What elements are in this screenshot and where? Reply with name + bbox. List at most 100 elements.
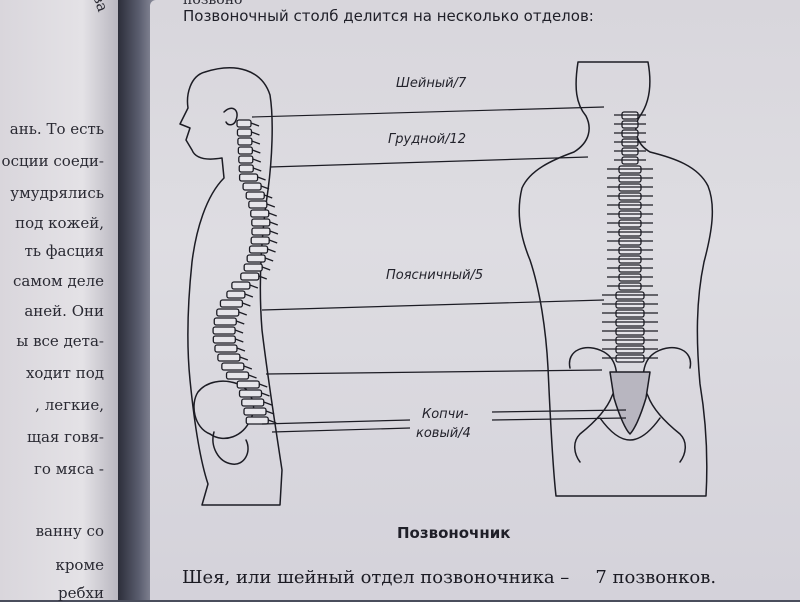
prev-line: ань. То есть — [9, 120, 104, 138]
spinous-process — [267, 248, 276, 253]
spinous-process — [261, 266, 271, 271]
vertebra — [237, 137, 253, 146]
spinous-process — [253, 167, 262, 172]
vertebra — [236, 128, 253, 137]
spinous-process — [252, 158, 262, 163]
vertebra — [238, 389, 263, 398]
vertebra — [221, 362, 245, 371]
vertebra — [238, 155, 254, 164]
spinous-process — [252, 149, 261, 154]
vertebra — [245, 191, 265, 200]
vertebra — [250, 236, 270, 245]
spinous-process — [258, 275, 268, 280]
coccyx-leader-4 — [491, 417, 627, 421]
sacrum — [609, 371, 651, 435]
prev-line: аней. Они — [24, 302, 104, 320]
spinous-process — [239, 356, 249, 361]
spinous-process — [257, 176, 266, 181]
vertebra — [242, 182, 262, 191]
vertebra — [231, 281, 251, 290]
back-pelvis — [568, 347, 618, 463]
cervical-leader — [251, 106, 605, 118]
spinous-process — [269, 230, 279, 235]
vertebra — [248, 245, 269, 254]
spinous-process — [234, 329, 244, 334]
leader-lines — [251, 106, 627, 433]
vertebra — [241, 398, 265, 407]
spinous-process — [250, 122, 260, 127]
cut-off-line: позвоно — [183, 0, 243, 8]
spinous-process — [235, 338, 244, 343]
prev-line: самом деле — [13, 272, 104, 290]
spinous-process — [243, 365, 253, 370]
coccyx-leader-1 — [261, 419, 411, 425]
spinous-process — [244, 293, 254, 298]
spinous-process — [268, 212, 277, 217]
vertebra — [251, 218, 271, 227]
spinous-process — [264, 194, 273, 199]
vertebra — [226, 290, 246, 299]
vertebra — [245, 416, 269, 425]
vertebra — [238, 164, 254, 173]
spinous-process — [242, 302, 251, 307]
spinous-process — [264, 257, 274, 262]
spinous-process — [248, 374, 257, 379]
lumbar-leader — [261, 299, 605, 311]
label-coccyx-line1: Копчи- — [422, 407, 469, 422]
vertebra-count: 7 позвонков. — [595, 567, 717, 588]
coccyx-leader-2 — [271, 427, 411, 433]
vertebra — [225, 371, 250, 380]
vertebra — [250, 209, 270, 218]
label-cervical: Шейный/7 — [396, 76, 467, 91]
prev-line: ванну со — [35, 522, 104, 540]
spinous-process — [236, 320, 245, 325]
previous-page: заболева ань. То есть осции соеди- умудр… — [0, 0, 118, 602]
spinous-process — [269, 221, 279, 226]
ear-icon — [223, 107, 238, 126]
spinous-process — [251, 131, 260, 136]
back-body-outline — [518, 61, 714, 497]
side-body-outline — [179, 67, 283, 506]
vertebra — [214, 344, 238, 353]
vertebra — [236, 119, 252, 128]
vertebra — [236, 380, 260, 389]
spinous-process — [265, 410, 275, 415]
label-coccyx-line2: ковый/4 — [416, 426, 471, 441]
prev-line: го мяса - — [34, 460, 104, 478]
spinous-process — [238, 311, 248, 316]
prev-line: , легкие, — [35, 396, 104, 414]
coccyx-leader-3 — [491, 409, 627, 413]
prev-line: щая говя- — [27, 428, 104, 446]
vertebra — [219, 299, 244, 308]
vertebra — [212, 335, 236, 344]
prev-line: ходит под — [25, 364, 104, 382]
spinous-process — [268, 239, 278, 244]
vertebra — [248, 200, 268, 209]
spinous-process — [263, 401, 272, 406]
vertebra — [217, 353, 241, 362]
spinous-process — [261, 392, 270, 397]
spinous-process — [249, 284, 259, 289]
body-text-line: Шея, или шейный отдел позвоночника –7 по… — [182, 567, 716, 588]
prev-line: ы все дета- — [16, 332, 104, 350]
prev-line: осции соеди- — [1, 152, 104, 170]
vertebra — [243, 263, 263, 272]
vertebra — [212, 326, 236, 335]
vertebra — [216, 308, 240, 317]
vertebra — [213, 317, 237, 326]
vertebra — [243, 407, 267, 416]
spinous-process — [251, 140, 261, 145]
intro-text: Позвоночный столб делится на несколько о… — [183, 7, 594, 25]
prev-line: ть фасция — [24, 242, 104, 260]
label-lumbar: Поясничный/5 — [386, 268, 484, 283]
spinous-process — [259, 383, 268, 388]
label-thoracic: Грудной/12 — [388, 132, 466, 147]
spinous-process — [266, 203, 276, 208]
spinous-process — [268, 419, 277, 424]
prev-line: ребхи — [58, 584, 104, 602]
figure-caption: Позвоночник — [397, 524, 511, 542]
vertebra — [240, 272, 260, 281]
thoracic-leader — [269, 156, 589, 168]
side-vertebrae — [212, 119, 279, 425]
